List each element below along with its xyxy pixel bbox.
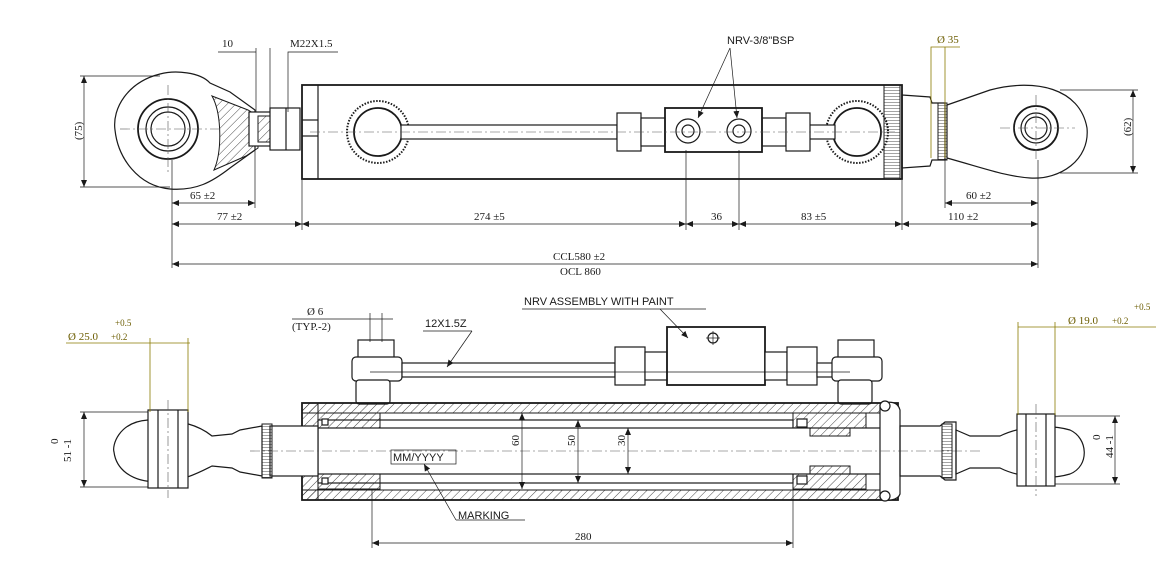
left-bore-label: Ø 25.0 [68, 331, 98, 343]
top-view: NRV-3/8"BSP M22X1.5 10 (75) (62) Ø 35 [73, 34, 1138, 278]
left-width-zero: 0 [49, 438, 61, 444]
bottom-annotations: Ø 6 (TYP.-2) 12X1.5Z NRV ASSEMBLY WITH P… [49, 296, 1156, 548]
dim-274-label: 274 ±5 [474, 211, 505, 223]
dim-36-label: 36 [711, 211, 723, 223]
right-tol-plus: +0.5 [1134, 302, 1151, 312]
dim-110-label: 110 ±2 [948, 211, 978, 223]
tube-assembly [351, 326, 883, 405]
hole-note-label: (TYP.-2) [292, 321, 331, 333]
right-eye-height-label: (62) [1122, 117, 1134, 136]
dim-65-label: 65 ±2 [190, 190, 215, 202]
ccl-label: CCL580 ±2 [553, 251, 605, 263]
left-eye-height-label: (75) [73, 121, 85, 140]
cylinder-section: 60 50 30 MM/YYYY [250, 400, 980, 502]
left-tol-plus: +0.5 [115, 318, 132, 328]
left-clevis [113, 400, 263, 498]
top-annotations: NRV-3/8"BSP M22X1.5 10 (75) (62) Ø 35 [73, 34, 1138, 278]
dim-30-label: 30 [616, 435, 628, 447]
left-tol-minus: +0.2 [111, 332, 127, 342]
right-eye-end [901, 84, 1088, 179]
dim-77-label: 77 ±2 [217, 211, 242, 223]
right-clevis [899, 404, 1085, 496]
pin-dia-label: Ø 35 [937, 34, 959, 46]
dim-50-label: 50 [566, 435, 578, 447]
marking-label: MARKING [458, 510, 509, 522]
nrv-label: NRV-3/8"BSP [727, 35, 794, 47]
left-eye-end [114, 71, 301, 190]
tube-label: 12X1.5Z [425, 318, 467, 330]
left-width-label: 51 -1 [62, 439, 74, 462]
thread-label: M22X1.5 [290, 38, 333, 50]
right-bore-label: Ø 19.0 [1068, 315, 1098, 327]
right-width-zero: 0 [1091, 434, 1103, 440]
right-width-label: 44 -1 [1104, 435, 1116, 458]
dim-10-label: 10 [222, 38, 234, 50]
top-barrel [301, 84, 903, 180]
dim-83-label: 83 ±5 [801, 211, 827, 223]
dim-60-bore-label: 60 [510, 435, 522, 447]
stroke-label: 280 [575, 531, 592, 543]
right-tol-minus: +0.2 [1112, 316, 1128, 326]
dim-60-label: 60 ±2 [966, 190, 991, 202]
nrv-assembly-label: NRV ASSEMBLY WITH PAINT [524, 296, 674, 308]
bottom-view: 60 50 30 MM/YYYY Ø 6 [49, 296, 1156, 548]
hole-dia-label: Ø 6 [307, 306, 324, 318]
ocl-label: OCL 860 [560, 266, 601, 278]
date-code-label: MM/YYYY [393, 452, 444, 464]
